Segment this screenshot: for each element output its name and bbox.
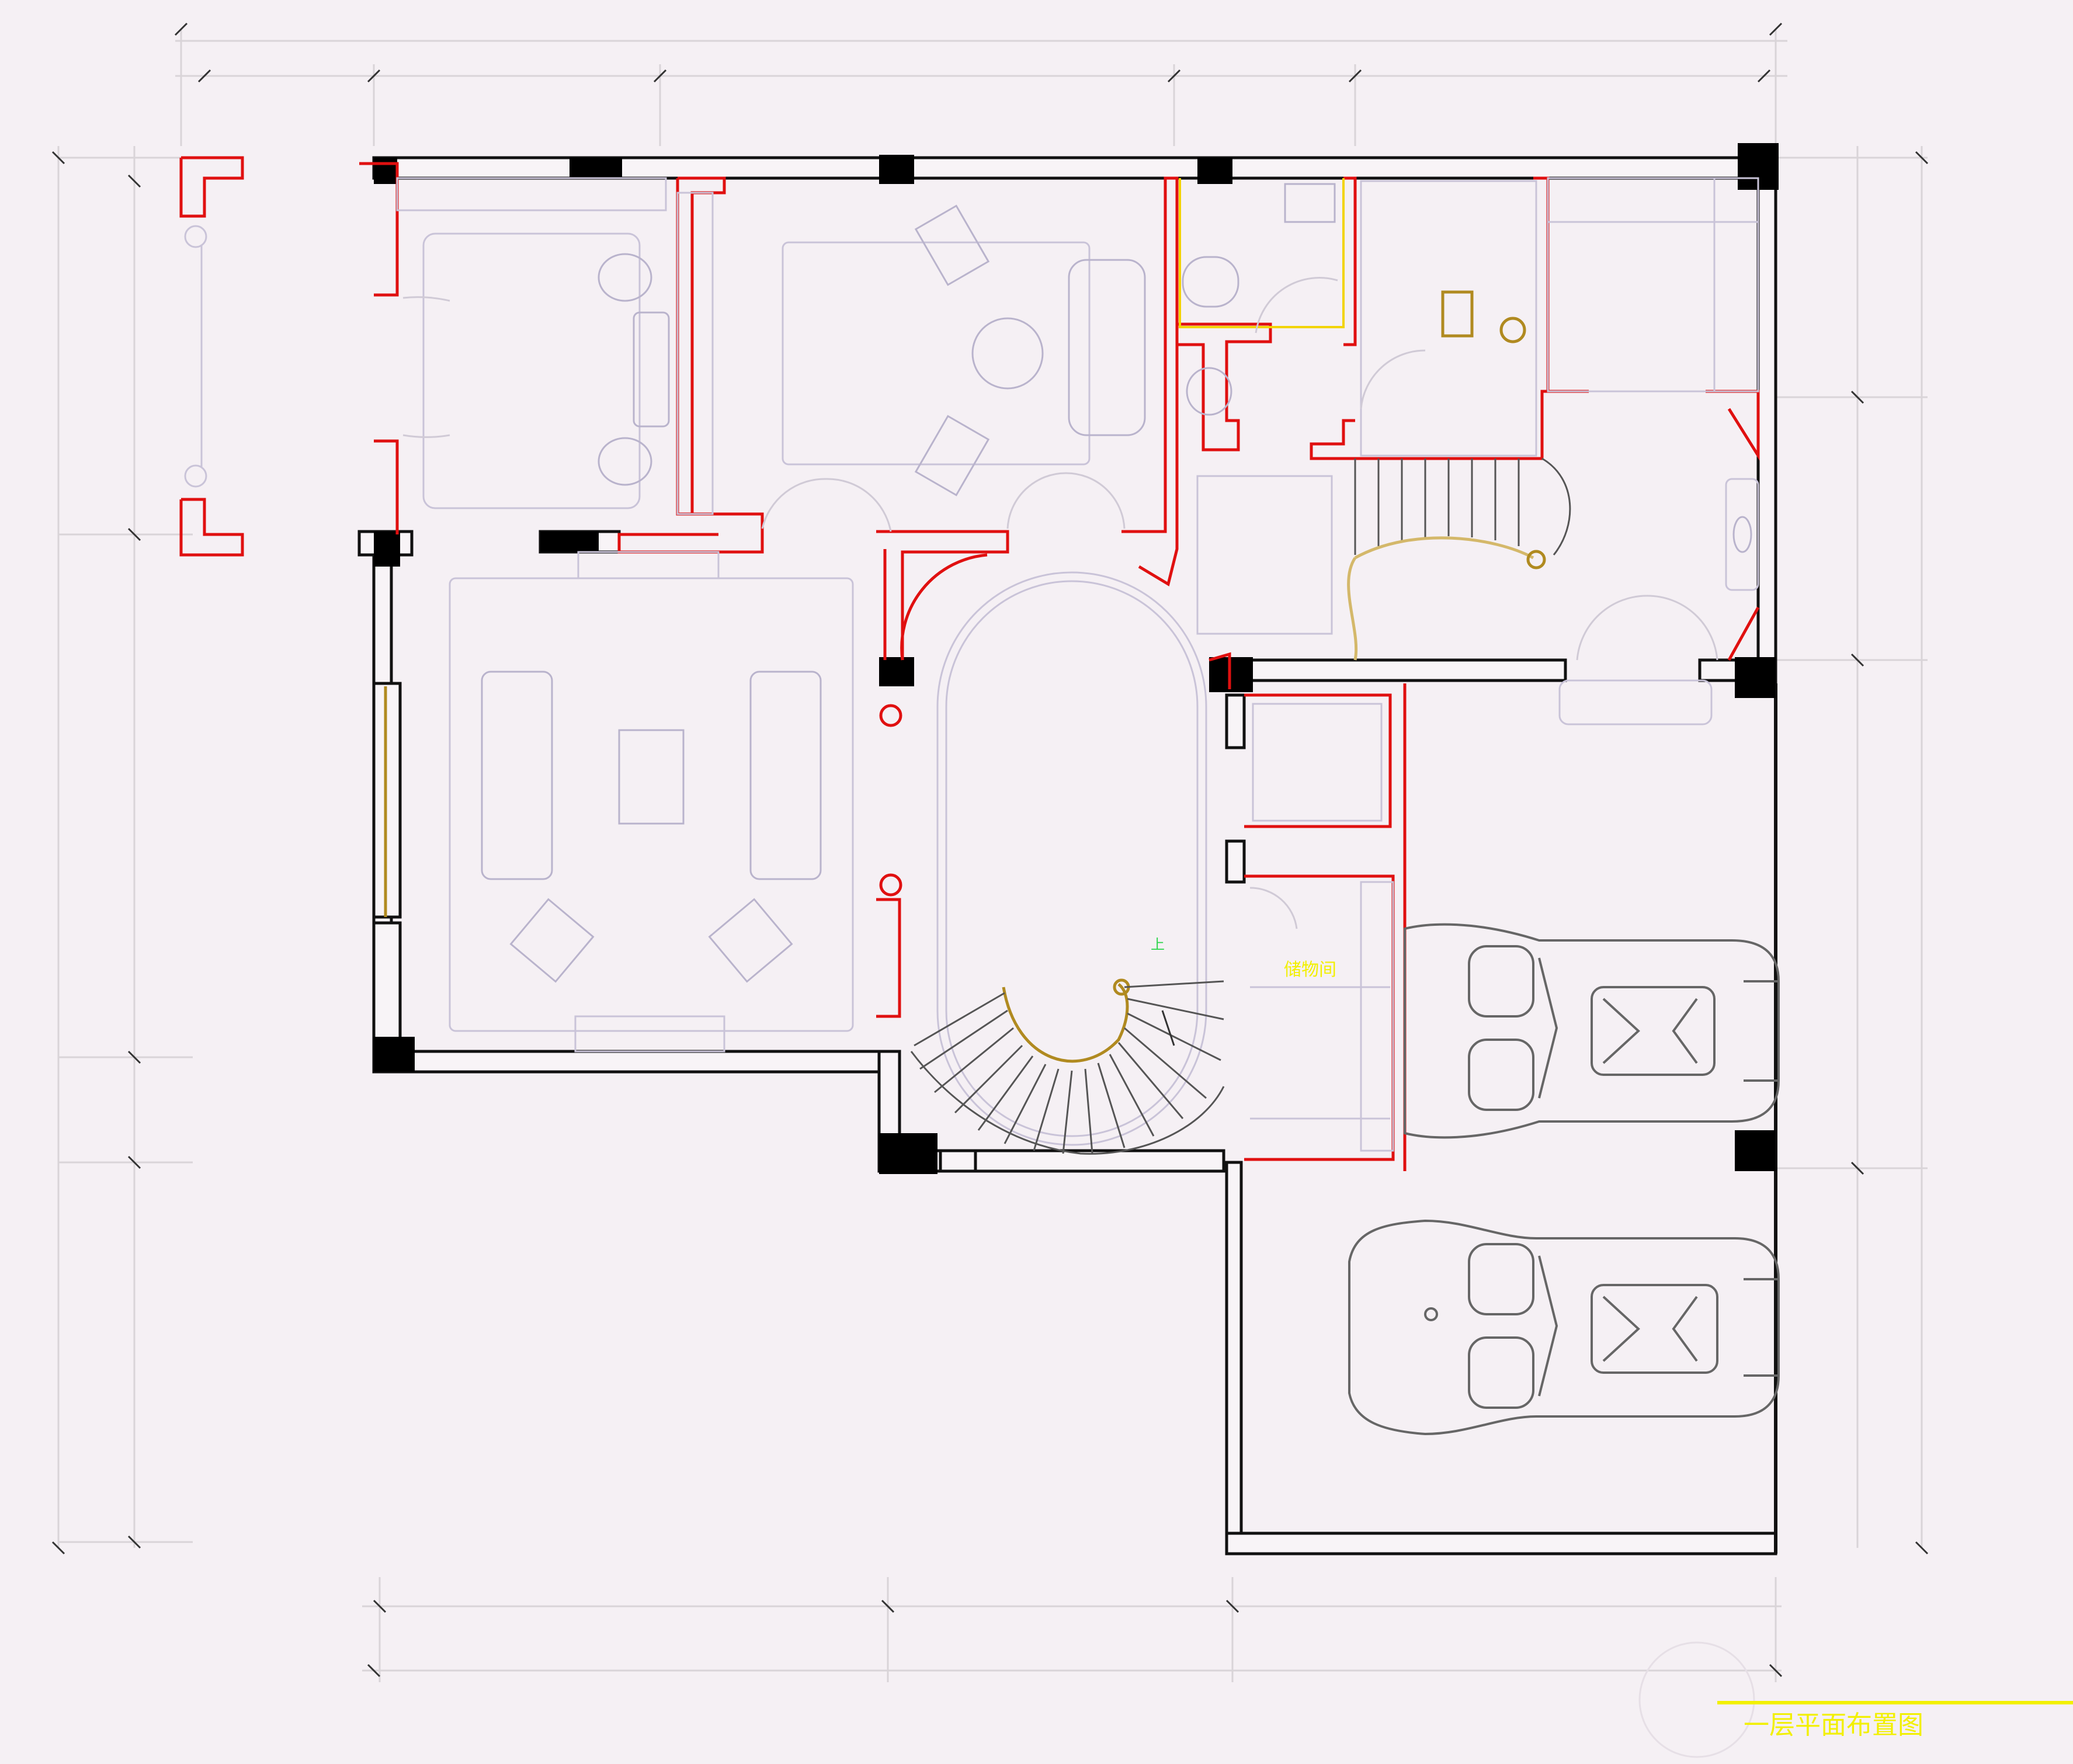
door-swings: [402, 277, 1718, 929]
storage-room-label: 储物间: [1284, 960, 1336, 980]
drawing-title: 一层平面布置图: [1744, 1710, 1923, 1740]
bathroom-partition: [1179, 178, 1345, 328]
sink-icon: [1284, 183, 1336, 223]
car-icon: [1348, 1219, 1780, 1436]
car-icon: [1404, 923, 1780, 1139]
sink-icon: [1186, 367, 1232, 416]
north-circle-icon: [1638, 1641, 1755, 1758]
straight-stair-icon: [1347, 457, 1571, 661]
furniture: [396, 177, 1759, 1152]
stair-up-label: 上: [1151, 936, 1165, 953]
structural-walls: [357, 156, 1777, 1555]
sofa-icon: [481, 671, 553, 880]
chair-icon: [1441, 290, 1474, 338]
porch-columns: [184, 225, 207, 488]
bed-icon: [633, 311, 670, 428]
dimension-lines: [51, 22, 1929, 1682]
columns: [374, 143, 1779, 1174]
oval-hall: [936, 571, 1207, 1146]
toilet-icon: [1182, 256, 1239, 308]
spiral-stair-icon: 上: [910, 936, 1225, 1155]
sofa-icon: [1068, 259, 1146, 436]
sofa-icon: [749, 671, 822, 880]
title-block: [1638, 1641, 2073, 1758]
